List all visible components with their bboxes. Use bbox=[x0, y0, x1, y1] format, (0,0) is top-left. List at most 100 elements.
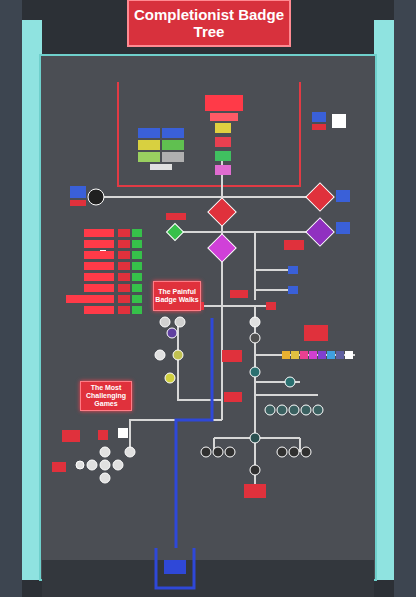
tree-line bbox=[178, 322, 222, 400]
badge-circle bbox=[113, 460, 123, 470]
badge-tile bbox=[284, 240, 304, 250]
walk-bracket bbox=[156, 548, 194, 588]
badge-circle bbox=[173, 350, 183, 360]
badge-label-box: The Painful Badge Walks bbox=[153, 281, 201, 311]
badge-tile bbox=[66, 295, 114, 303]
badge-tile bbox=[327, 351, 335, 359]
badge-circle bbox=[76, 461, 84, 469]
badge-tile bbox=[70, 186, 86, 198]
panel bbox=[42, 560, 374, 597]
badge-circle bbox=[301, 447, 311, 457]
panel bbox=[128, 0, 290, 46]
badge-tile bbox=[132, 273, 142, 281]
badge-tile bbox=[162, 152, 184, 162]
badge-circle bbox=[250, 317, 260, 327]
badge-tile bbox=[62, 430, 80, 442]
badge-circle bbox=[160, 317, 170, 327]
badge-circle bbox=[225, 447, 235, 457]
badge-circle bbox=[277, 447, 287, 457]
badge-tile bbox=[118, 295, 130, 303]
panel bbox=[0, 0, 22, 597]
walk-badge bbox=[164, 560, 186, 574]
badge-circle bbox=[100, 447, 110, 457]
badge-tile bbox=[150, 164, 172, 170]
badge-tile bbox=[162, 128, 184, 138]
badge-circle bbox=[167, 328, 177, 338]
tree-line bbox=[255, 289, 293, 291]
badge-circle bbox=[165, 373, 175, 383]
badge-tile bbox=[132, 251, 142, 259]
badge-tile bbox=[309, 351, 317, 359]
badge-tile bbox=[84, 284, 114, 292]
badge-tile bbox=[84, 229, 114, 237]
badge-tile bbox=[244, 484, 266, 498]
badge-tile bbox=[52, 462, 66, 472]
badge-tile bbox=[118, 229, 130, 237]
badge-diamond bbox=[208, 234, 236, 262]
tree-line bbox=[255, 394, 318, 396]
badge-diamond bbox=[208, 198, 236, 226]
badge-tile bbox=[118, 428, 128, 438]
region-outline bbox=[118, 82, 300, 186]
badge-circle bbox=[100, 460, 110, 470]
badge-tile bbox=[166, 213, 186, 220]
badge-tile bbox=[132, 262, 142, 270]
badge-circle bbox=[213, 447, 223, 457]
badge-tile bbox=[162, 140, 184, 150]
badge-tile bbox=[132, 229, 142, 237]
badge-circle bbox=[155, 350, 165, 360]
badge-circle bbox=[250, 333, 260, 343]
panel bbox=[40, 55, 376, 580]
badge-tile bbox=[118, 284, 130, 292]
badge-tile bbox=[282, 351, 290, 359]
badge-circle bbox=[265, 405, 275, 415]
badge-tile bbox=[304, 325, 328, 341]
badge-label: The Painful Badge Walks bbox=[154, 288, 200, 304]
badge-tile bbox=[138, 140, 160, 150]
badge-circle bbox=[301, 405, 311, 415]
badge-tile bbox=[138, 128, 160, 138]
badge-tile bbox=[84, 251, 114, 259]
badge-circle bbox=[313, 405, 323, 415]
badge-diamond bbox=[306, 183, 334, 211]
badge-circle bbox=[289, 447, 299, 457]
badge-tile bbox=[215, 137, 231, 147]
badge-tile bbox=[300, 351, 308, 359]
badge-diamond bbox=[306, 218, 334, 246]
badge-tile bbox=[84, 306, 114, 314]
badge-tile bbox=[288, 286, 298, 294]
badge-circle bbox=[100, 473, 110, 483]
badge-tile bbox=[288, 266, 298, 274]
tree-line bbox=[299, 438, 301, 452]
badge-tile bbox=[312, 124, 326, 130]
badge-tile bbox=[215, 151, 231, 161]
badge-tile bbox=[118, 306, 130, 314]
badge-label-box: The Most Challenging Games bbox=[80, 381, 132, 411]
badge-diamond bbox=[167, 224, 184, 241]
badge-tile bbox=[224, 392, 242, 402]
badge-tile bbox=[336, 351, 344, 359]
badge-circle bbox=[175, 317, 185, 327]
badge-circle bbox=[87, 460, 97, 470]
badge-tile bbox=[132, 240, 142, 248]
badge-circle bbox=[250, 465, 260, 475]
badge-circle bbox=[250, 433, 260, 443]
badge-tile bbox=[118, 262, 130, 270]
badge-tile bbox=[215, 165, 231, 175]
badge-tile bbox=[132, 284, 142, 292]
badge-tile bbox=[205, 95, 243, 111]
badge-tile bbox=[336, 222, 350, 234]
badge-tile bbox=[132, 295, 142, 303]
badge-circle bbox=[201, 447, 211, 457]
badge-tile bbox=[132, 306, 142, 314]
badge-tile bbox=[312, 112, 326, 122]
badge-tile bbox=[98, 430, 108, 440]
tree-line bbox=[254, 306, 256, 480]
badge-tile bbox=[222, 350, 242, 362]
tree-line bbox=[98, 196, 320, 198]
badge-tile bbox=[318, 351, 326, 359]
badge-tile bbox=[84, 273, 114, 281]
badge-tile bbox=[118, 273, 130, 281]
